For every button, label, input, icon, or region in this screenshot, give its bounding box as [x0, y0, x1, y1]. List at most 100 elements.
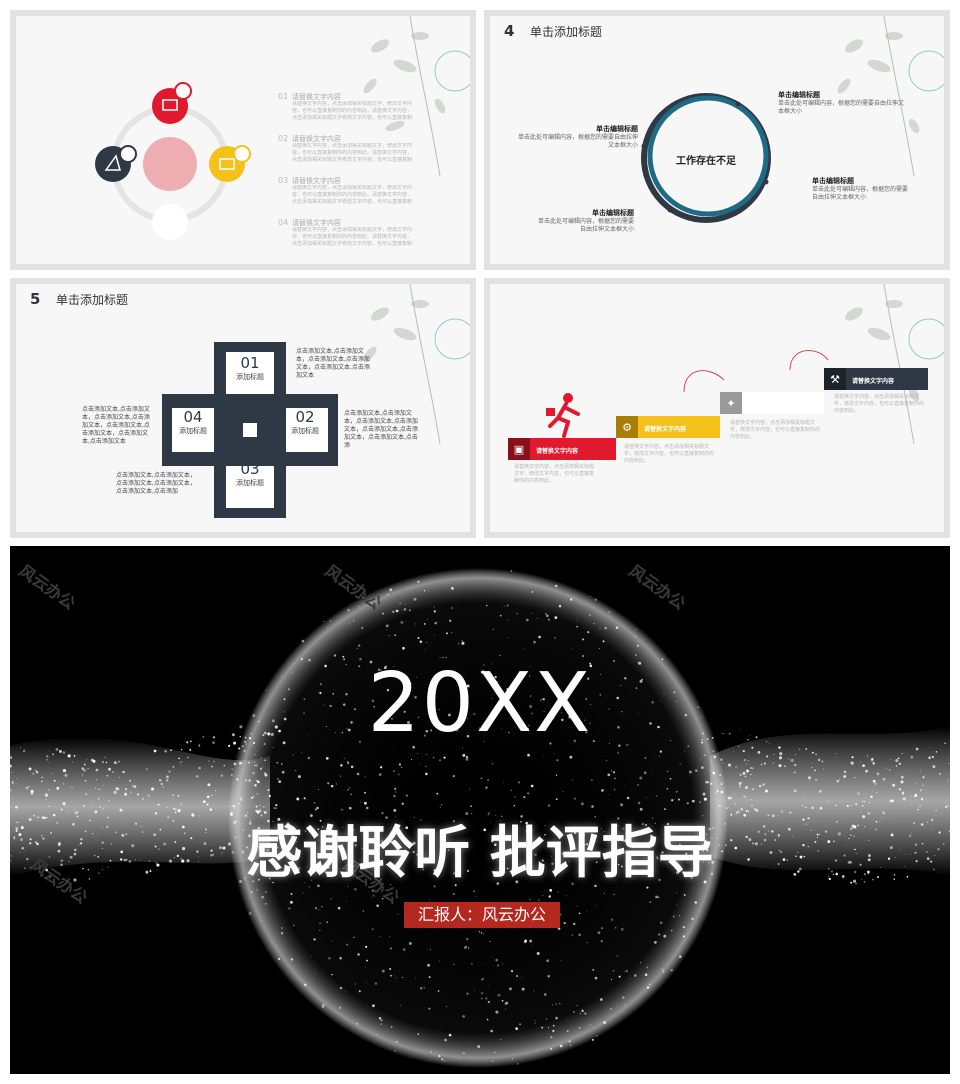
particle	[82, 867, 84, 870]
particle	[651, 772, 652, 774]
callout-desc: 单击此处可编辑内容，根据您的需要自由拉伸文本框大小	[518, 134, 639, 149]
particle	[29, 866, 32, 868]
particle	[573, 797, 576, 800]
particle	[30, 789, 34, 793]
particle	[664, 827, 666, 829]
particle	[501, 859, 503, 861]
particle	[538, 612, 540, 613]
particle	[533, 789, 535, 791]
particle	[694, 901, 698, 904]
slide-thumbnail-4[interactable]: ▣ 请替换文字内容 ⚙ 请替换文字内容 ✦ ⚒ 请替换文字内容 请替换文字内容，…	[484, 278, 950, 538]
particle	[380, 1019, 383, 1022]
particle	[663, 693, 665, 695]
particle	[452, 872, 456, 875]
particle	[433, 610, 436, 613]
particle	[623, 971, 625, 973]
closing-slide[interactable]: 风云办公 风云办公 风云办公 风云办公 风云办公 20XX 感谢聆听 批评指导 …	[10, 546, 950, 1074]
particle	[649, 901, 652, 904]
particle	[495, 815, 497, 817]
particle	[87, 768, 89, 770]
particle	[452, 892, 456, 896]
item-desc: 请替换文字内容，点击添加相关标题文字，修改文字内容，也可以直接复制你的内容到此。…	[292, 185, 412, 205]
particle	[365, 966, 367, 968]
particle	[553, 718, 555, 720]
particle	[609, 794, 611, 796]
particle	[317, 884, 320, 888]
callout-left: 单击编辑标题 单击此处可编辑内容，根据您的需要自由拉伸文本框大小	[518, 124, 638, 150]
particle	[10, 859, 12, 862]
particle	[654, 822, 657, 825]
particle	[180, 748, 183, 751]
particle	[491, 763, 493, 765]
particle	[811, 767, 813, 769]
particle	[313, 801, 316, 805]
slide-thumbnail-3[interactable]: 5 单击添加标题 01 添加标题 02 添加标题 03 添加标题 04 添加标题…	[10, 278, 476, 538]
particle	[764, 833, 767, 836]
thanks-heading: 感谢聆听 批评指导	[246, 821, 714, 886]
particle	[496, 882, 500, 885]
particle	[555, 1016, 558, 1020]
particle	[380, 840, 383, 842]
callout-title: 单击编辑标题	[812, 177, 854, 185]
particle	[482, 977, 485, 980]
particle	[233, 811, 235, 813]
particle	[64, 773, 68, 777]
particle	[762, 825, 766, 828]
particle	[874, 783, 877, 785]
particle	[227, 842, 232, 846]
particle	[486, 683, 488, 685]
particle	[742, 750, 745, 753]
particle	[424, 765, 427, 768]
particle	[528, 724, 530, 727]
particle	[448, 1033, 452, 1037]
item-desc: 请替换文字内容，点击添加相关标题文字，修改文字内容，也可以直接复制你的内容到此。…	[292, 143, 412, 163]
particle	[844, 844, 846, 846]
particle	[636, 644, 640, 647]
particle	[525, 727, 529, 731]
particle	[250, 796, 254, 800]
particle	[702, 861, 704, 863]
particle	[751, 804, 753, 807]
particle	[414, 977, 417, 979]
particle	[544, 993, 547, 996]
particle	[614, 875, 616, 878]
particle	[286, 822, 290, 826]
slide-thumbnail-2[interactable]: 4 单击添加标题 工作存在不足 单击编辑标题 单击此处可编辑内容，根据您的需要自…	[484, 10, 950, 270]
particle	[905, 853, 907, 855]
particle	[864, 825, 866, 828]
particle	[238, 747, 241, 750]
particle	[484, 675, 486, 678]
particle	[151, 787, 155, 791]
particle	[490, 1029, 493, 1033]
particle	[204, 768, 206, 770]
particle	[573, 739, 576, 742]
particle	[772, 762, 775, 764]
particle	[931, 818, 934, 822]
particle	[402, 858, 405, 861]
particle	[282, 741, 286, 745]
particle	[480, 777, 483, 780]
particle	[41, 816, 45, 819]
particle	[362, 910, 365, 912]
particle	[12, 830, 14, 832]
slide-thumbnail-1[interactable]: 01 请替换文字内容 请替换文字内容，点击添加相关标题文字，修改文字内容，也可以…	[10, 10, 476, 270]
particle	[850, 881, 853, 884]
particle	[208, 760, 210, 762]
particle	[347, 761, 349, 763]
particle	[615, 833, 618, 836]
particle	[703, 754, 706, 757]
particle	[248, 911, 252, 915]
particle	[854, 848, 856, 851]
particle	[246, 811, 249, 814]
particle	[439, 759, 441, 762]
particle	[416, 853, 419, 856]
particle	[616, 1006, 618, 1007]
particle	[910, 854, 911, 855]
particle	[233, 821, 236, 824]
particle	[630, 864, 633, 867]
particle	[378, 773, 382, 776]
particle	[676, 892, 678, 894]
particle	[206, 803, 209, 806]
particle	[491, 957, 493, 959]
particle	[560, 710, 561, 711]
